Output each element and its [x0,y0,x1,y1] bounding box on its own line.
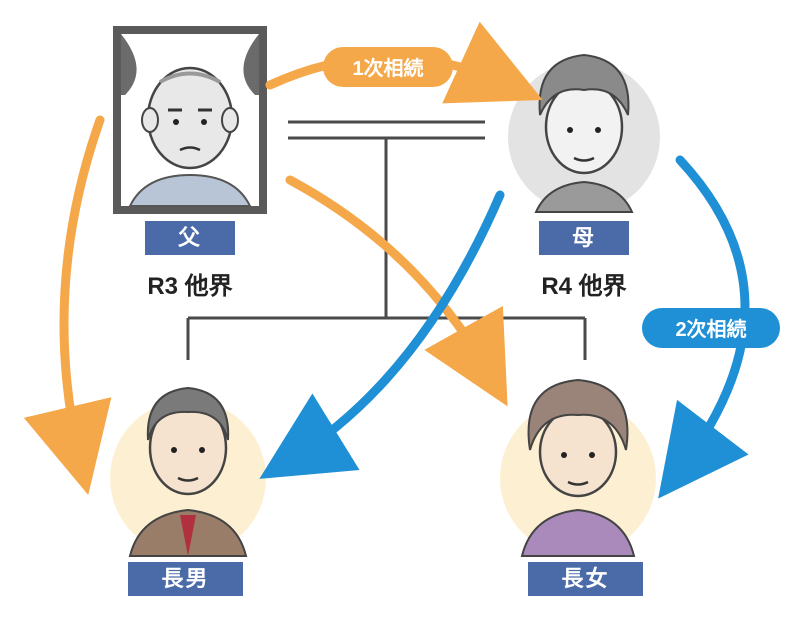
blue-arrows [259,155,750,499]
second-inheritance-label: 2次相続 [675,317,746,341]
arrow-mother-to-son [259,190,505,479]
eldest-daughter-portrait [500,378,656,557]
arrow-father-to-son [23,115,112,496]
eldest-daughter-label: 長女 [528,562,643,596]
father-status: R3 他界 [147,273,233,300]
family-tree-lines [186,120,587,360]
second-inheritance-badge: 2次相続 [642,308,780,348]
first-inheritance-label: 1次相続 [352,56,423,80]
arrow-father-to-daughter [285,175,508,407]
mother-portrait [508,53,660,213]
father-portrait [113,26,267,214]
eldest-son-label: 長男 [128,562,243,596]
curtain-right [243,34,259,95]
mother-label: 母 [539,221,629,255]
father-label: 父 [145,221,235,255]
mother-status: R4 他界 [541,273,627,300]
eldest-son-portrait [110,386,266,557]
curtain-left [121,34,137,95]
arrow-mother-to-daughter [658,155,750,499]
first-inheritance-badge: 1次相続 [323,47,453,87]
